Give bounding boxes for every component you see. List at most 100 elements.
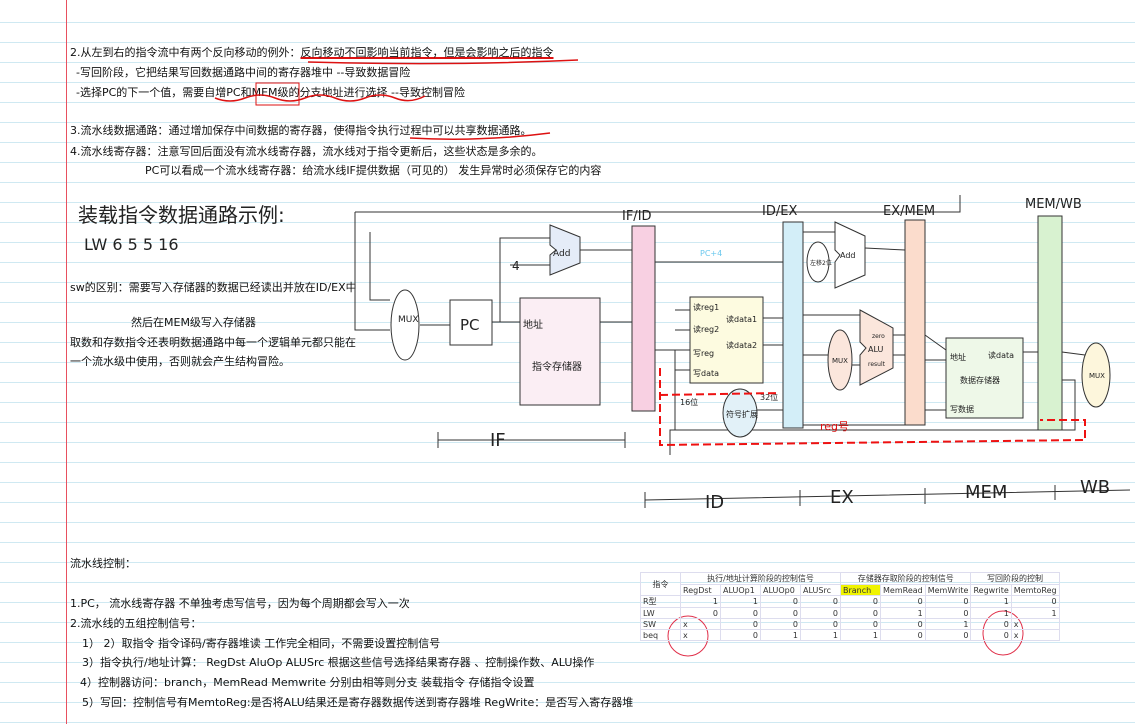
table-cell: 0 xyxy=(880,595,926,608)
rf-read-data2: 读data2 xyxy=(726,340,757,350)
note-sw-4: 一个流水级中使用，否则就会产生结构冒险。 xyxy=(70,355,290,368)
stage-wb: WB xyxy=(1080,477,1110,498)
row-instruction: R型 xyxy=(640,595,681,608)
table-cell: 0 xyxy=(840,607,881,619)
branch-adder-label: Add xyxy=(840,251,856,260)
pc-mux-label: MUX xyxy=(398,315,419,325)
note-p2b: -选择PC的下一个值，需要自增PC和MEM级的分支地址进行选择 --导致控制冒险 xyxy=(76,86,465,99)
header-aluop1: ALUOp1 xyxy=(720,584,761,596)
table-cell: 1 xyxy=(970,595,1012,608)
header-aluop0: ALUOp0 xyxy=(760,584,801,596)
margin-line xyxy=(66,0,67,724)
group-mem: 存储器存取阶段的控制信号 xyxy=(839,572,972,585)
note-p4: 4.流水线寄存器：注意写回后面没有流水线寄存器，流水线对于指令更新后，这些状态是… xyxy=(70,145,543,158)
stage-if: IF xyxy=(490,430,506,451)
reg-number-path xyxy=(659,368,1086,447)
bits16-label: 16位 xyxy=(680,397,698,407)
note-ctrl-1: 1.PC， 流水线寄存器 不单独考虑写信号，因为每个周期都会写入一次 xyxy=(70,597,410,610)
dmem-addr-label: 地址 xyxy=(950,352,966,362)
diagram-title: 装载指令数据通路示例: xyxy=(78,203,285,227)
register-file xyxy=(689,296,764,384)
table-cell: 0 xyxy=(720,629,761,641)
note-ctrl-2: 2.流水线的五组控制信号： xyxy=(70,617,202,630)
table-cell: 0 xyxy=(720,607,761,619)
table-cell: 0 xyxy=(880,618,926,630)
row-instruction: beq xyxy=(640,629,681,641)
pc-adder-label: Add xyxy=(553,249,570,259)
table-cell: 1 xyxy=(760,629,801,641)
ex-mem-register xyxy=(904,219,926,426)
header-regdst: RegDst xyxy=(680,584,721,596)
note-sw-3: 取数和存数指令还表明数据通路中每一个逻辑单元都只能在 xyxy=(70,336,356,349)
col-instruction: 指令 xyxy=(640,572,681,596)
alu-zero-label: zero xyxy=(872,333,885,340)
table-cell: 0 xyxy=(800,595,841,608)
mem-wb-register xyxy=(1037,215,1063,431)
note-p3: 3.流水线数据通路：通过增加保存中间数据的寄存器，使得指令执行过程中可以共享数据… xyxy=(70,124,532,137)
shift-left-label: 左移2位 xyxy=(810,259,832,267)
note-ctrl-title: 流水线控制： xyxy=(70,557,136,570)
imem-addr-label: 地址 xyxy=(523,318,543,331)
ex-mem-label: EX/MEM xyxy=(883,204,935,219)
diagram-subtitle: LW 6 5 5 16 xyxy=(84,235,179,254)
pc-box xyxy=(449,299,493,346)
rf-write-data: 写data xyxy=(693,369,719,378)
rf-read-data1: 读data1 xyxy=(726,314,757,324)
table-cell: 0 xyxy=(760,607,801,619)
table-cell: 0 xyxy=(840,618,881,630)
id-ex-register xyxy=(782,221,804,429)
imem-label: 指令存储器 xyxy=(532,360,582,373)
note-p2: 2.从左到右的指令流中有两个反向移动的例外：反向移动不回影响当前指令，但是会影响… xyxy=(70,46,554,60)
table-cell: 1 xyxy=(1010,607,1060,619)
rf-write-reg: 写reg xyxy=(693,349,714,358)
note-p4-sub: PC可以看成一个流水线寄存器：给流水线IF提供数据（可见的） 发生异常时必须保存… xyxy=(145,164,602,177)
stage-timeline xyxy=(437,432,1131,508)
table-cell: 0 xyxy=(970,629,1012,641)
rf-read-reg2: 读reg2 xyxy=(693,324,719,334)
table-cell: 0 xyxy=(924,595,972,608)
table-cell: 1 xyxy=(840,629,881,641)
alu xyxy=(859,309,894,386)
wb-mux xyxy=(1081,342,1111,408)
rf-read-reg1: 读reg1 xyxy=(693,302,719,312)
header-branch: Branch xyxy=(840,584,881,596)
stage-id: ID xyxy=(705,492,724,513)
header-memtoreg: MemtoReg xyxy=(1010,584,1060,596)
alu-label: ALU xyxy=(868,345,884,354)
table-cell: 0 xyxy=(880,629,926,641)
row-instruction: SW xyxy=(640,618,681,630)
table-cell: 0 xyxy=(1010,595,1060,608)
table-cell: 0 xyxy=(800,618,841,630)
header-regwrite: Regwrite xyxy=(970,584,1012,596)
if-id-label: IF/ID xyxy=(622,209,652,224)
if-id-register xyxy=(631,225,656,412)
note-ctrl-2-4: 4）控制器访问：branch，MemRead Memwrite 分别由相等则分支… xyxy=(80,676,535,689)
alu-result-label: result xyxy=(868,361,886,368)
header-memread: MemRead xyxy=(880,584,926,596)
table-cell: 1 xyxy=(680,595,721,608)
bits32-label: 32位 xyxy=(760,392,778,402)
dmem-label: 数据存储器 xyxy=(960,375,1000,385)
stage-mem: MEM xyxy=(965,482,1007,503)
table-cell: 1 xyxy=(970,607,1012,619)
table-cell: x xyxy=(680,618,721,630)
pc-label: PC xyxy=(460,316,480,334)
table-cell: 0 xyxy=(840,595,881,608)
table-cell: x xyxy=(680,629,721,641)
pc-mux xyxy=(390,289,420,361)
mem-wb-label: MEM/WB xyxy=(1025,197,1082,212)
note-p2-underlined: 反向移动不回影响当前指令，但是会影响之后的指令 xyxy=(300,46,554,59)
control-signal-table: 指令 执行/地址计算阶段的控制信号 存储器存取阶段的控制信号 写回阶段的控制 R… xyxy=(640,572,1060,641)
pc-adder xyxy=(549,224,581,276)
dmem-write-data-label: 写数据 xyxy=(950,404,974,414)
table-cell: x xyxy=(1010,629,1060,641)
note-ctrl-2-5: 5）写回：控制信号有MemtoReg:是否将ALU结果还是寄存器数据传送到寄存器… xyxy=(82,696,634,709)
reg-no-label: reg号 xyxy=(820,420,849,433)
table-cell: x xyxy=(1010,618,1060,630)
table-cell: 0 xyxy=(760,618,801,630)
note-p2-prefix: 2.从左到右的指令流中有两个反向移动的例外： xyxy=(70,46,301,59)
sign-extend xyxy=(722,388,758,438)
